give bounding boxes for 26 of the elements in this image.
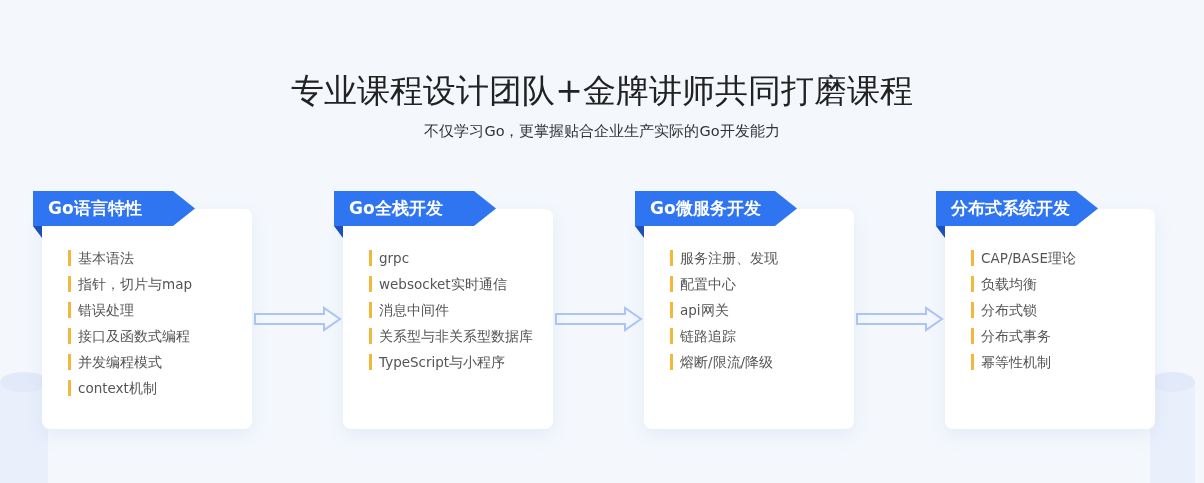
list-item: context机制	[68, 380, 157, 396]
subtitle: 不仅学习Go，更掌握贴合企业生产实际的Go开发能力	[424, 122, 780, 140]
arrow	[555, 306, 643, 332]
arrow	[254, 306, 342, 332]
list-item: 接口及函数式编程	[68, 328, 190, 344]
list-item: TypeScript与小程序	[369, 354, 506, 370]
list-item: 链路追踪	[670, 328, 736, 344]
list-item: 负载均衡	[971, 276, 1037, 292]
list-item: grpc	[369, 250, 410, 266]
list-item: 关系型与非关系型数据库	[369, 328, 533, 344]
list-item: 服务注册、发现	[670, 250, 778, 266]
list-item: 消息中间件	[369, 302, 449, 318]
list-item: websocket实时通信	[369, 276, 507, 292]
list-item: api网关	[670, 302, 729, 318]
arrow	[856, 306, 944, 332]
list-item: 分布式锁	[971, 302, 1037, 318]
title: 专业课程设计团队+金牌讲师共同打磨课程	[291, 71, 913, 111]
list-item: 分布式事务	[971, 328, 1051, 344]
list-item: CAP/BASE理论	[971, 250, 1076, 266]
list-item: 指针，切片与map	[68, 276, 192, 292]
list-item: 基本语法	[68, 250, 134, 266]
list-item: 并发编程模式	[68, 354, 162, 370]
list-item: 熔断/限流/降级	[670, 354, 774, 370]
list-item: 配置中心	[670, 276, 736, 292]
list-item: 幂等性机制	[971, 354, 1051, 370]
list-item: 错误处理	[68, 302, 134, 318]
